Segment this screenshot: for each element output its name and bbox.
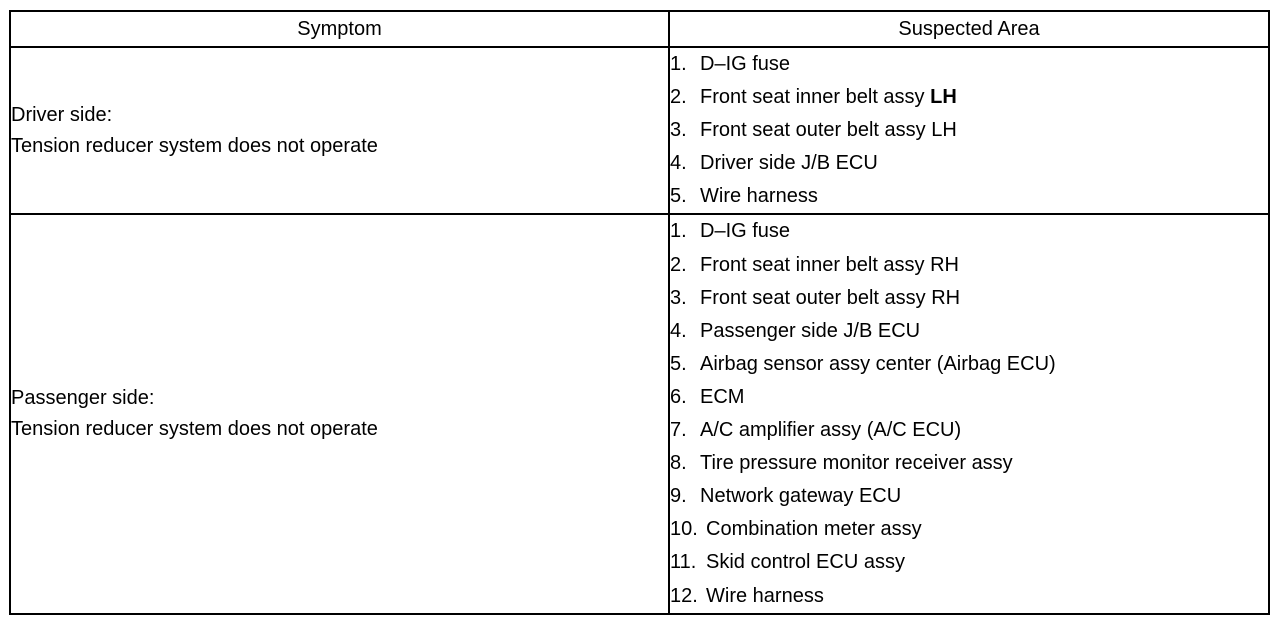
item-number: 5.	[670, 185, 687, 208]
symptom-header: Symptom	[9, 10, 670, 48]
table-body: Driver side: Tension reducer system does …	[9, 45, 1270, 615]
list-item: 4. Passenger side J/B ECU	[670, 315, 1268, 348]
item-side-suffix: LH	[930, 86, 957, 109]
item-number: 4.	[670, 152, 687, 175]
list-item: 1. D–IG fuse	[670, 48, 1268, 81]
table-row: Passenger side: Tension reducer system do…	[9, 213, 1270, 615]
item-text: Skid control ECU assy	[706, 551, 905, 574]
symptom-side-label: Driver side:	[11, 103, 113, 126]
list-item: 9. Network gateway ECU	[670, 480, 1268, 513]
item-number: 2.	[670, 253, 687, 276]
item-number: 10.	[670, 518, 698, 541]
diagnosis-table: Symptom Suspected Area Driver side: Tensi…	[9, 10, 1270, 615]
item-number: 1.	[670, 220, 687, 243]
item-text: Wire harness	[706, 584, 824, 607]
list-item: 1. D–IG fuse	[670, 215, 1268, 248]
list-item: 6. ECM	[670, 381, 1268, 414]
table-row: Driver side: Tension reducer system does …	[9, 45, 1270, 216]
item-number: 2.	[670, 86, 687, 109]
item-number: 1.	[670, 53, 687, 75]
item-number: 6.	[670, 385, 687, 408]
item-number: 9.	[670, 485, 687, 508]
symptom-side-label: Passenger side:	[11, 387, 155, 410]
item-text: ECM	[700, 385, 745, 408]
item-text: Network gateway ECU	[700, 485, 902, 508]
list-item: 4. Driver side J/B ECU	[670, 147, 1268, 180]
item-number: 3.	[670, 286, 687, 309]
item-text: Front seat outer belt assy RH	[700, 286, 961, 309]
item-text: Combination meter assy	[706, 518, 922, 541]
list-item: 3. Front seat outer belt assy RH	[670, 282, 1268, 315]
list-item: 11. Skid control ECU assy	[670, 546, 1268, 579]
list-item: 5. Airbag sensor assy center (Airbag ECU)	[670, 348, 1268, 381]
header-row: Symptom Suspected Area	[9, 10, 1270, 48]
item-text: A/C amplifier assy (A/C ECU)	[700, 419, 962, 442]
item-number: 8.	[670, 452, 687, 475]
item-text: Front seat outer belt assy LH	[700, 119, 957, 142]
item-number: 4.	[670, 319, 687, 342]
item-text: Front seat inner belt assy RH	[700, 253, 959, 276]
item-number: 5.	[670, 352, 687, 375]
list-item: 10. Combination meter assy	[670, 513, 1268, 546]
item-text: Driver side J/B ECU	[700, 152, 878, 175]
list-item: 12. Wire harness	[670, 580, 1268, 613]
list-item: 5. Wire harness	[670, 180, 1268, 213]
item-text: Airbag sensor assy center (Airbag ECU)	[700, 352, 1056, 375]
suspected-area-cell: 1. D–IG fuse 2. Front seat inner belt assy …	[668, 213, 1270, 615]
item-number: 11.	[670, 551, 697, 574]
item-text: Front seat inner belt assy	[700, 86, 931, 109]
suspected-area-header: Suspected Area	[668, 10, 1270, 48]
list-item: 2. Front seat inner belt assy RH	[670, 249, 1268, 282]
item-text: D–IG fuse	[700, 53, 791, 75]
item-number: 7.	[670, 419, 687, 442]
symptom-description: Tension reducer system does not operate	[11, 418, 378, 441]
symptom-cell: Driver side: Tension reducer system does …	[9, 45, 670, 216]
list-item: 8. Tire pressure monitor receiver assy	[670, 447, 1268, 480]
list-item: 3. Front seat outer belt assy LH	[670, 114, 1268, 147]
item-text: Tire pressure monitor receiver assy	[700, 452, 1013, 475]
item-text: Passenger side J/B ECU	[700, 319, 921, 342]
symptom-description: Tension reducer system does not operate	[11, 134, 378, 157]
item-number: 12.	[670, 584, 698, 607]
item-text: D–IG fuse	[700, 220, 791, 243]
list-item: 7. A/C amplifier assy (A/C ECU)	[670, 414, 1268, 447]
suspected-area-list: 1. D–IG fuse 2. Front seat inner belt assy …	[670, 215, 1268, 612]
item-number: 3.	[670, 119, 687, 142]
item-text: Wire harness	[700, 185, 818, 208]
symptom-cell: Passenger side: Tension reducer system do…	[9, 213, 670, 615]
list-item: 2. Front seat inner belt assy LH	[670, 81, 1268, 114]
